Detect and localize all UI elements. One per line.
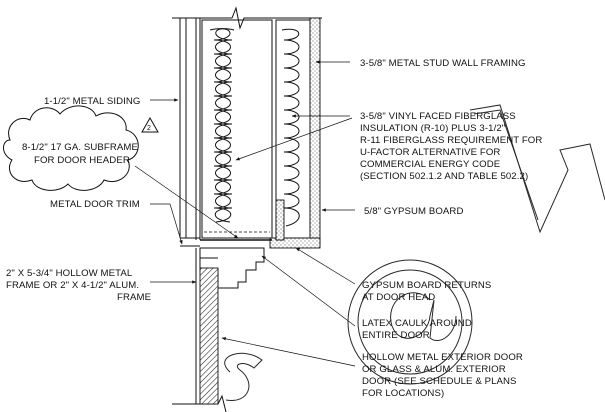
gypsum-return: [269, 237, 321, 249]
note-door-line-2: OR GLASS & ALUM. EXTERIOR: [362, 364, 506, 375]
revision-triangle: [141, 116, 159, 133]
wall-section: [172, 6, 322, 412]
leader-lines: [134, 60, 356, 367]
notes: 3-5/8" METAL STUD WALL FRAMING 1-1/2" ME…: [6, 58, 542, 399]
revision-tag-text: 2: [147, 125, 151, 132]
leader-door-trim-b: [169, 203, 183, 245]
note-insulation-line-1: 3-5/8" VINYL FACED FIBERGLASS: [360, 111, 516, 122]
note-gypsum-return-line-1: GYPSUM BOARD RETURNS: [362, 280, 491, 291]
note-caulk-line-1: LATEX CAULK AROUND: [362, 318, 472, 329]
watermark-at-circle-inner: [357, 269, 463, 375]
top-break-line: [172, 6, 322, 30]
note-frame-line-3: FRAME: [117, 292, 151, 303]
note-subframe-line-1: 8-1/2" 17 GA. SUBFRAME: [22, 142, 138, 153]
watermark-graphic: [224, 104, 605, 401]
note-gypsum-return-line-2: AT DOOR HEAD: [362, 292, 435, 303]
insulation-batt-2: [281, 28, 300, 227]
insulation-batt-1b: [214, 28, 235, 223]
note-subframe-line-2: FOR DOOR HEADER: [34, 155, 130, 166]
gypsum-return-vertical: [275, 199, 285, 241]
leader-insulation-2: [235, 117, 353, 161]
revision-cloud: [3, 105, 139, 191]
watermark-w-inner: [473, 109, 539, 221]
insulation-batt-1: [209, 28, 232, 223]
note-siding: 1-1/2" METAL SIDING: [44, 96, 140, 107]
note-gypsum-board: 5/8" GYPSUM BOARD: [364, 206, 463, 217]
leader-subframe: [134, 165, 239, 239]
note-door-line-4: FOR LOCATIONS): [362, 388, 444, 399]
note-door-line-1: HOLLOW METAL EXTERIOR DOOR: [362, 352, 523, 363]
watermark-at-glyph: [390, 292, 457, 341]
leader-door: [221, 337, 356, 367]
note-insulation-line-5: COMMERCIAL ENERGY CODE: [360, 159, 500, 170]
door-leaf: [199, 267, 219, 405]
watermark-s-outline: [224, 352, 263, 401]
note-stud-framing: 3-5/8" METAL STUD WALL FRAMING: [360, 58, 526, 69]
stud-cavity-1: [201, 19, 273, 239]
leader-caulk: [261, 255, 356, 327]
note-insulation-line-3: R-11 FIBERGLASS REQUIREMENT FOR: [360, 135, 542, 146]
note-frame-line-2: FRAME OR 2" X 4-1/2" ALUM.: [6, 280, 139, 291]
bottom-break-line: [172, 394, 227, 412]
note-insulation-line-4: U-FACTOR ALTERNATIVE FOR: [360, 147, 500, 158]
note-door-line-3: DOOR (SEE SCHEDULE & PLANS: [362, 376, 517, 387]
note-frame-line-1: 2" X 5-3/4" HOLLOW METAL: [6, 268, 133, 279]
watermark-at-circle: [347, 259, 473, 385]
watermark-w-outline: [469, 104, 605, 234]
note-insulation-line-6: (SECTION 502.1.2 AND TABLE 502.2): [360, 171, 528, 182]
gypsum-board: [309, 17, 321, 247]
leader-gypsum-return: [295, 247, 356, 285]
note-insulation-line-2: INSULATION (R-10) PLUS 3-1/2": [360, 123, 505, 134]
note-caulk-line-2: ENTIRE DOOR: [362, 330, 430, 341]
note-door-trim: METAL DOOR TRIM: [50, 199, 140, 210]
